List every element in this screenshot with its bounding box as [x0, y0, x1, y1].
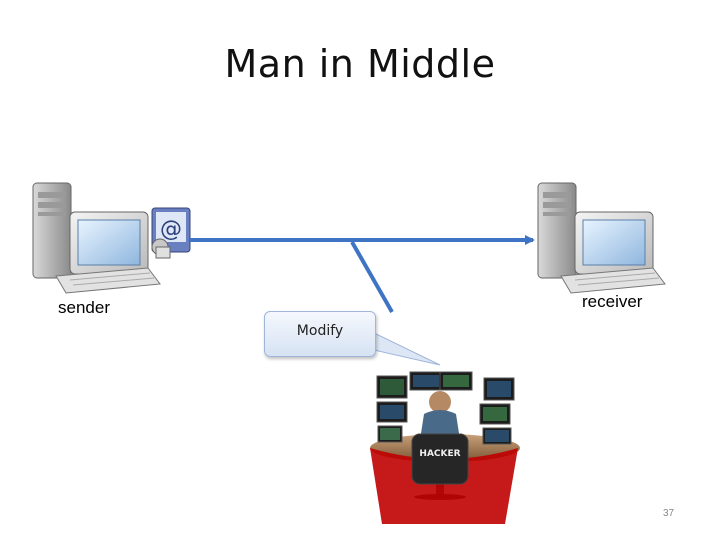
sender-label: sender	[58, 298, 110, 317]
modify-callout: Modify	[264, 311, 376, 357]
intercept-arrow	[350, 241, 394, 313]
modify-callout-text: Modify	[296, 323, 344, 339]
hacker-icon	[370, 371, 520, 524]
mail-app-icon: @	[151, 207, 191, 259]
hacker-badge: HACKER	[419, 449, 460, 459]
sender-computer-icon	[32, 182, 161, 294]
receiver-computer-icon	[537, 182, 666, 294]
svg-text:@: @	[160, 217, 182, 242]
page-number: 37	[663, 508, 675, 519]
callout-pointer	[371, 331, 441, 366]
receiver-label: receiver	[582, 292, 643, 311]
slide-title: Man in Middle	[224, 42, 496, 86]
